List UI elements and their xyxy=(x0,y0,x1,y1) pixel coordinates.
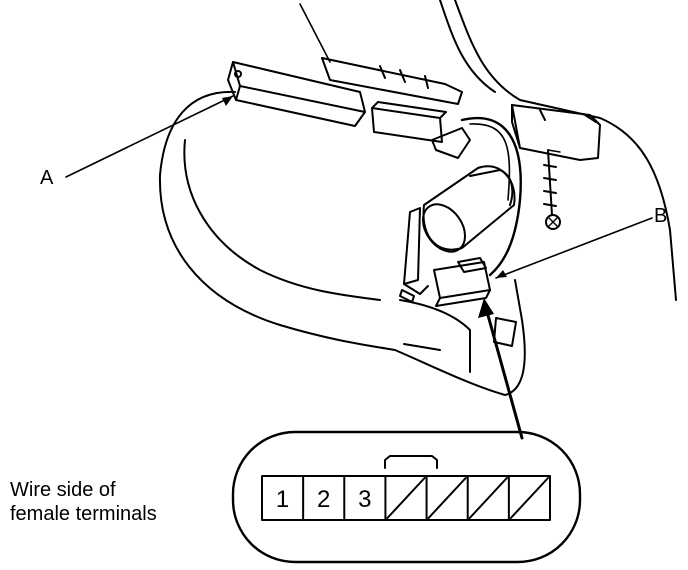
unused-pin-slash xyxy=(427,477,467,519)
pin-label: 1 xyxy=(276,486,289,513)
unused-pin-slash xyxy=(386,477,426,519)
mirror-housing-inner-edge xyxy=(183,139,381,301)
mid-block xyxy=(371,107,443,143)
clip-plate xyxy=(321,57,463,105)
mirror-housing xyxy=(158,90,526,396)
pin-label: 2 xyxy=(317,486,330,513)
connector-pin-housing xyxy=(261,475,551,521)
wire-harness xyxy=(460,117,522,277)
connector-face-outline xyxy=(231,430,582,564)
callout-b: B xyxy=(654,205,668,227)
leader-b xyxy=(495,217,653,279)
connector-pin-cells xyxy=(302,475,549,521)
caption-line-1: Wire side of xyxy=(10,479,116,501)
connector-view-arrow xyxy=(484,306,524,440)
caption-line-2: female terminals xyxy=(10,503,157,525)
clip-tab xyxy=(431,127,471,159)
mirror-back-cover-inner xyxy=(439,0,496,93)
connector-pin-labels: 1 2 3 xyxy=(276,486,372,513)
connector-latch xyxy=(384,455,438,469)
leader-a xyxy=(65,95,234,178)
callout-a: A xyxy=(40,167,54,189)
mirror-housing-rim xyxy=(399,299,471,373)
motor xyxy=(422,165,516,251)
unused-pin-slash xyxy=(468,477,508,519)
unused-pin-slash xyxy=(509,477,549,519)
mirror-back-cover xyxy=(454,0,677,301)
connector-view-caption: Wire side of female terminals xyxy=(10,478,157,526)
top-leader-line xyxy=(299,3,331,63)
pin-label: 3 xyxy=(358,486,371,513)
screw xyxy=(543,149,557,216)
